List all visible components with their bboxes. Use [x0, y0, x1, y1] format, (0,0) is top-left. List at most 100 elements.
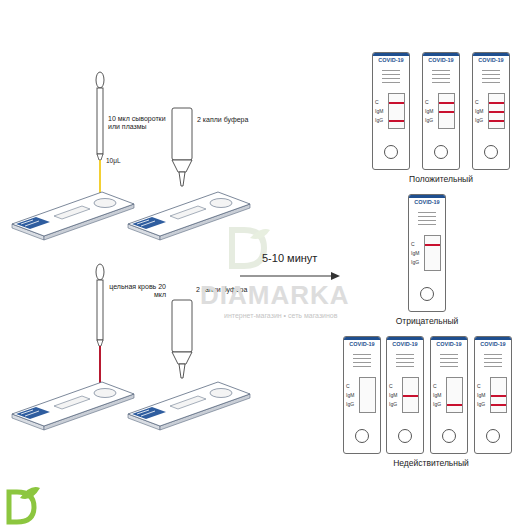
test-line [439, 111, 454, 113]
grip-rib [396, 354, 414, 355]
cassette-header [373, 53, 409, 56]
result-caption: Отрицательный [396, 317, 459, 327]
volume-label: 10μL [106, 157, 121, 164]
test-cassette: COVID-19CIgMIgG [372, 52, 410, 170]
line-label: IgG [477, 402, 485, 407]
grip-rib [353, 362, 371, 363]
cassette-header [344, 337, 380, 340]
line-label: C [389, 384, 393, 389]
grip-rib [432, 74, 450, 75]
grip-rib [418, 216, 436, 217]
grip-rib [353, 354, 371, 355]
test-cassette: COVID-19C IgM IgG [474, 336, 512, 454]
sample-well [398, 429, 412, 443]
test-line [491, 404, 506, 406]
result-window [402, 377, 419, 413]
sample-well [434, 145, 448, 159]
grip-rib [484, 366, 502, 367]
test-line [439, 102, 454, 104]
cassette-title: COVID-19 [373, 58, 409, 64]
line-label: IgM [411, 251, 419, 256]
cassette-header [473, 53, 509, 56]
instruction-text: 10 мкл сыворотки или плазмы [108, 115, 174, 131]
cassette-header [387, 337, 423, 340]
grip-rib [482, 74, 500, 75]
line-label: IgM [389, 393, 397, 398]
instruction-text: 2 капли буфера [197, 116, 248, 124]
test-line [425, 244, 440, 246]
line-label: C [346, 384, 350, 389]
line-label: IgM [477, 393, 485, 398]
result-window [446, 377, 463, 413]
line-label: IgG [475, 118, 483, 123]
test-line [389, 120, 404, 122]
cassette-title: COVID-19 [475, 342, 511, 348]
grip-rib [432, 78, 450, 79]
watermark: интернет-магазин • сеть магазинов [224, 312, 337, 320]
grip-rib [484, 354, 502, 355]
test-line [389, 102, 404, 104]
grip-rib [353, 358, 371, 359]
line-label: C [411, 242, 415, 247]
line-label: IgG [389, 402, 397, 407]
time-label: 5-10 минут [262, 252, 317, 265]
line-label: C [433, 384, 437, 389]
line-label: IgM [346, 393, 354, 398]
cassette-title: COVID-19 [431, 342, 467, 348]
test-line [489, 111, 504, 113]
sample-well [355, 429, 369, 443]
test-cassette: COVID-19C IgM IgG [343, 336, 381, 454]
result-window [424, 235, 441, 271]
test-line [489, 120, 504, 122]
grip-rib [418, 220, 436, 221]
line-label: IgG [425, 118, 433, 123]
line-label: IgM [433, 393, 441, 398]
result-window [490, 377, 507, 413]
grip-rib [440, 362, 458, 363]
line-label: C [375, 100, 379, 105]
cassette-title: COVID-19 [423, 58, 459, 64]
cassette-title: COVID-19 [409, 200, 445, 206]
grip-rib [482, 70, 500, 71]
line-label: IgG [411, 260, 419, 265]
test-line [491, 395, 506, 397]
test-line [403, 395, 418, 397]
test-cassette: COVID-19C IgM IgG [408, 194, 446, 312]
grip-rib [382, 74, 400, 75]
grip-rib [396, 362, 414, 363]
cassette-header [475, 337, 511, 340]
result-caption: Недействительный [393, 459, 469, 469]
grip-rib [382, 78, 400, 79]
grip-rib [382, 70, 400, 71]
sample-well [486, 429, 500, 443]
grip-rib [382, 82, 400, 83]
line-label: IgG [346, 402, 354, 407]
line-label: IgM [425, 109, 433, 114]
grip-rib [432, 82, 450, 83]
grip-rib [396, 366, 414, 367]
grip-rib [482, 82, 500, 83]
grip-rib [418, 212, 436, 213]
line-label: C [477, 384, 481, 389]
cassette-header [423, 53, 459, 56]
result-window [488, 93, 505, 129]
cassette-title: COVID-19 [344, 342, 380, 348]
result-caption: Положительный [409, 175, 473, 185]
grip-rib [440, 366, 458, 367]
test-cassette: COVID-19C IgM IgG [430, 336, 468, 454]
grip-rib [440, 358, 458, 359]
test-line [447, 404, 462, 406]
line-label: IgG [433, 402, 441, 407]
cassette-title: COVID-19 [473, 58, 509, 64]
result-window [438, 93, 455, 129]
grip-rib [482, 78, 500, 79]
sample-well [484, 145, 498, 159]
grip-rib [418, 224, 436, 225]
test-cassette: COVID-19CIgMIgG [422, 52, 460, 170]
test-cassette: COVID-19C IgM IgG [386, 336, 424, 454]
cassette-title: COVID-19 [387, 342, 423, 348]
grip-rib [484, 362, 502, 363]
watermark: DIAMARKA [200, 281, 350, 311]
line-label: IgM [375, 109, 383, 114]
